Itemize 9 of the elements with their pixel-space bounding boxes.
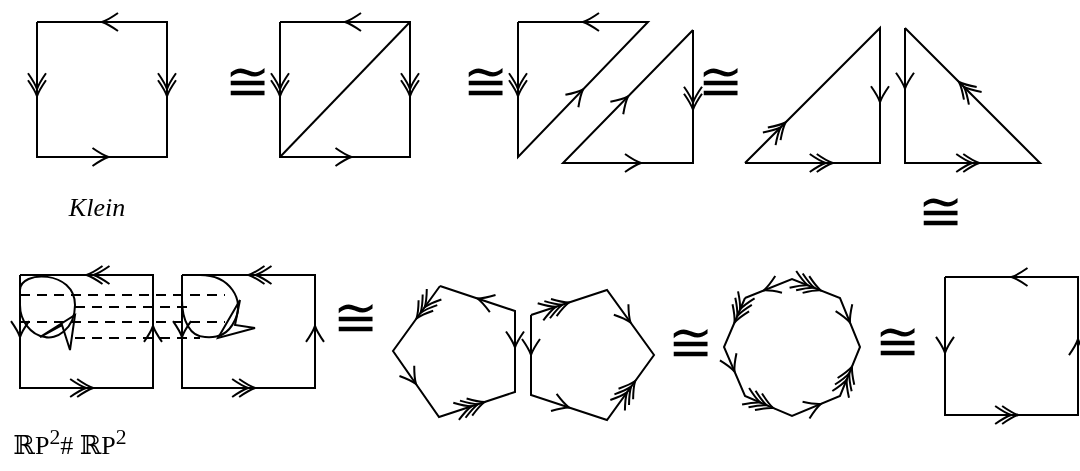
congruence-symbol: ≅ <box>917 185 963 239</box>
congruence-symbol: ≅ <box>332 291 378 345</box>
congruence-symbol: ≅ <box>667 316 713 370</box>
congruence-symbol: ≅ <box>224 55 270 109</box>
surface-label: Klein <box>68 195 126 221</box>
congruence-symbol: ≅ <box>462 55 508 109</box>
congruence-symbol: ≅ <box>874 315 920 369</box>
surface-label: ℝP$^{2}$# ℝP$^{2}$ <box>13 427 127 459</box>
congruence-symbol: ≅ <box>697 55 743 109</box>
